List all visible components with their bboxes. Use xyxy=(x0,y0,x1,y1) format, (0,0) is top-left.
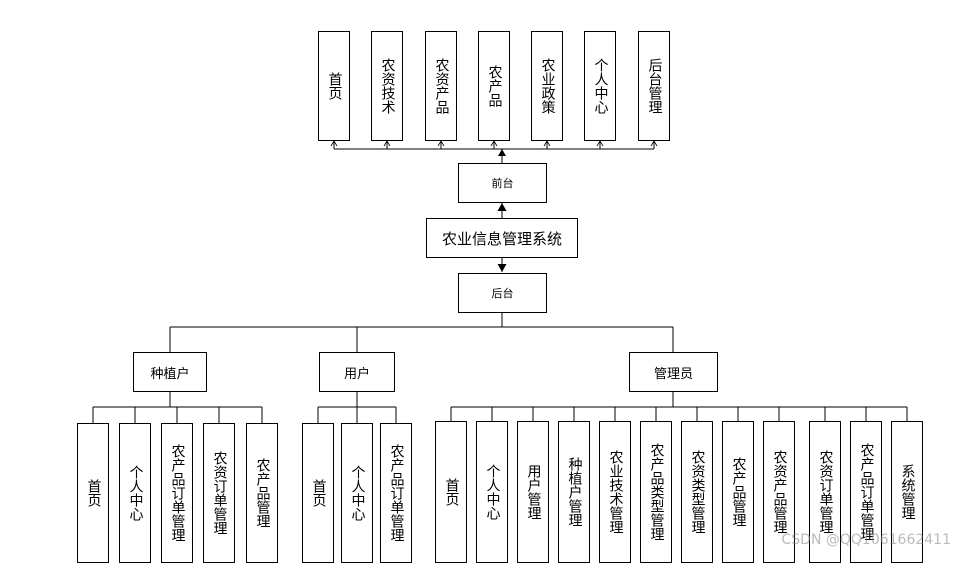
admin-item-home: 首页 xyxy=(435,421,467,563)
admin-item-product-type-mgmt: 农产品类型管理 xyxy=(640,421,672,563)
arrow-up-to-frontend xyxy=(497,203,507,211)
admin-item-user-mgmt: 用户管理 xyxy=(517,421,549,563)
frontend-item-agri-tech: 农资技术 xyxy=(371,31,403,141)
user-item-personal-center: 个人中心 xyxy=(341,423,373,563)
frontend-item-farm-products: 农产品 xyxy=(478,31,510,141)
admin-item-tech-mgmt: 农业技术管理 xyxy=(599,421,631,563)
user-item-home: 首页 xyxy=(302,423,334,563)
frontend-item-home: 首页 xyxy=(318,31,350,141)
admin-item-personal-center: 个人中心 xyxy=(476,421,508,563)
root-node: 农业信息管理系统 xyxy=(426,218,578,258)
admin-item-product-mgmt: 农产品管理 xyxy=(722,421,754,563)
admin-item-product-order-mgmt: 农产品订单管理 xyxy=(850,421,882,563)
arrow-down-to-backend xyxy=(497,264,507,272)
frontend-item-agri-supplies: 农资产品 xyxy=(425,31,457,141)
admin-item-system-mgmt: 系统管理 xyxy=(891,421,923,563)
watermark: CSDN @QQ1061662411 xyxy=(781,532,951,548)
admin-item-supply-mgmt: 农资产品管理 xyxy=(763,421,795,563)
grower-item-personal-center: 个人中心 xyxy=(119,423,151,563)
role-grower: 种植户 xyxy=(133,352,207,392)
admin-item-grower-mgmt: 种植户管理 xyxy=(558,421,590,563)
frontend-item-personal-center: 个人中心 xyxy=(584,31,616,141)
frontend-node: 前台 xyxy=(458,163,547,203)
admin-item-supply-order-mgmt: 农资订单管理 xyxy=(809,421,841,563)
backend-node: 后台 xyxy=(458,273,547,313)
admin-item-supply-type-mgmt: 农资类型管理 xyxy=(681,421,713,563)
grower-item-home: 首页 xyxy=(77,423,109,563)
user-item-product-orders: 农产品订单管理 xyxy=(380,423,412,563)
frontend-item-agri-policy: 农业政策 xyxy=(531,31,563,141)
grower-item-supply-orders: 农资订单管理 xyxy=(203,423,235,563)
role-user: 用户 xyxy=(319,352,395,392)
grower-item-products: 农产品管理 xyxy=(246,423,278,563)
frontend-item-backend-admin: 后台管理 xyxy=(638,31,670,141)
grower-item-product-orders: 农产品订单管理 xyxy=(161,423,193,563)
arrow-up-to-bus xyxy=(498,149,506,156)
role-admin: 管理员 xyxy=(629,352,718,392)
